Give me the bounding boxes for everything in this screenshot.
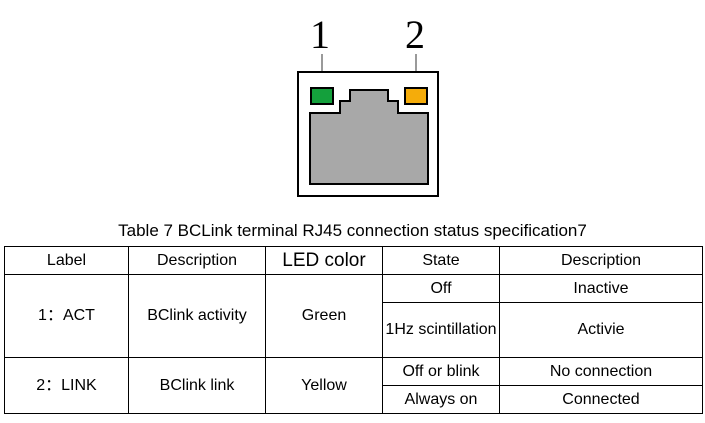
rj45-port-diagram: 1 2: [297, 12, 439, 197]
link-description-cell: BClink link: [128, 357, 266, 414]
act-led: [310, 87, 334, 105]
act-label-cell: 1：ACT: [4, 274, 129, 358]
callout-2: 2: [405, 12, 425, 57]
act-state-scintillation-cell: 1Hz scintillation: [382, 302, 500, 358]
header-state: State: [382, 246, 500, 275]
header-led-color: LED color: [265, 246, 383, 275]
rj45-socket: [309, 89, 429, 185]
table-row: 1：ACT BClink activity Green Off Inactive: [4, 274, 703, 358]
header-description: Description: [128, 246, 266, 275]
header-label: Label: [4, 246, 129, 275]
act-state-scintillation-description: Activie: [499, 302, 703, 358]
link-led: [404, 87, 428, 105]
table-caption: Table 7 BCLink terminal RJ45 connection …: [118, 221, 587, 240]
act-description-cell: BClink activity: [128, 274, 266, 358]
callout-1: 1: [310, 12, 330, 57]
act-state-off-description: Inactive: [499, 274, 703, 303]
header-state-description: Description: [499, 246, 703, 275]
link-label-cell: 2：LINK: [4, 357, 129, 414]
link-led-color-cell: Yellow: [265, 357, 383, 414]
link-state-blink-cell: Off or blink: [382, 357, 500, 386]
table-row: Always on Connected: [5, 385, 703, 414]
rj45-status-table: Label Description LED color State Descri…: [4, 246, 703, 414]
table-row: 1Hz scintillation Activie: [5, 302, 703, 358]
act-state-off-cell: Off: [382, 274, 500, 303]
act-led-color-cell: Green: [265, 274, 383, 358]
link-state-on-cell: Always on: [382, 385, 500, 414]
table-row: 2：LINK BClink link Yellow Off or blink N…: [4, 357, 703, 414]
table-header-row: Label Description LED color State Descri…: [4, 246, 703, 275]
link-state-on-description: Connected: [499, 385, 703, 414]
link-state-blink-description: No connection: [499, 357, 703, 386]
